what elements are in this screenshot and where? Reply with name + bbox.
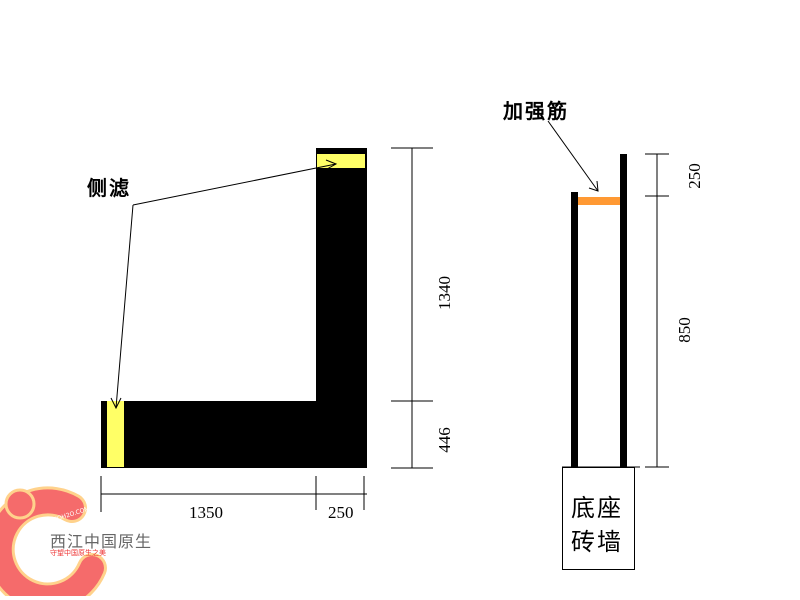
base-label-line2: 砖墙 [571, 528, 623, 556]
dim-1350: 1350 [189, 503, 223, 522]
side-filter-top [317, 154, 365, 168]
side-filter-label: 侧滤 [87, 176, 131, 200]
base-brick-wall: 底座 砖墙 [562, 467, 635, 570]
horizontal-wall [101, 401, 367, 468]
side-filter-bottom [107, 401, 124, 467]
watermark-logo: WWW.CQH2O.COM 西江中国原生 守望中国原生之美 [0, 486, 175, 600]
reinforcing-rib-label: 加强筋 [503, 99, 569, 123]
watermark-subtitle: 守望中国原生之美 [50, 549, 106, 557]
watermark-title: 西江中国原生 [50, 532, 153, 551]
left-post [571, 192, 578, 468]
dim-250-horizontal: 250 [328, 503, 354, 522]
watermark-ring-icon [0, 486, 107, 600]
right-post [620, 154, 627, 468]
reinforcing-rib [578, 197, 620, 205]
base-label-line1: 底座 [571, 494, 623, 522]
